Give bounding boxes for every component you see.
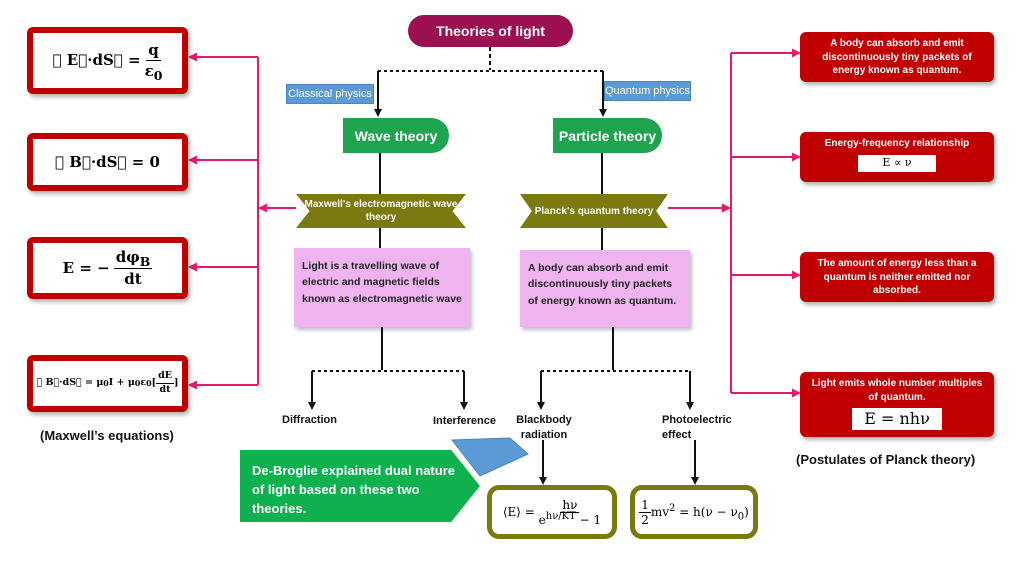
photoelectric-effect-label: Photoelectric effect — [662, 414, 732, 441]
particle-theory-description: A body can absorb and emit discontinuous… — [520, 250, 690, 327]
planck-postulate-2: Energy-frequency relationship E ∝ ν — [800, 132, 994, 182]
debroglie-callout: De-Broglie explained dual nature of ligh… — [240, 450, 480, 522]
planck-postulate-4-text: Light emits whole number multiples of qu… — [811, 378, 983, 403]
classical-physics-tag: Classical physics — [286, 84, 374, 104]
energy-frequency-formula: E ∝ ν — [858, 154, 936, 172]
planck-postulate-3: The amount of energy less than a quantum… — [800, 252, 994, 302]
maxwell-theory-ribbon: Maxwell's electromagnetic wave theory — [296, 194, 466, 228]
particle-connectors — [537, 153, 699, 485]
title-connector — [374, 47, 607, 117]
planck-theory-ribbon: Planck's quantum theory — [520, 194, 668, 228]
quantum-physics-tag: Quantum physics — [604, 81, 691, 101]
planck-wires — [668, 48, 801, 398]
planck-postulate-1: A body can absorb and emit discontinuous… — [800, 32, 994, 82]
debroglie-pointer — [451, 437, 529, 477]
gauss-magnetic-formula: ∮ B⃗·dS⃗ = 0 — [33, 139, 182, 185]
planck-postulate-4: Light emits whole number multiples of qu… — [800, 372, 994, 437]
wave-theory-node: Wave theory — [343, 118, 449, 153]
planck-postulates-caption: (Postulates of Planck theory) — [796, 452, 976, 467]
maxwell-wires — [188, 52, 296, 390]
planck-postulate-2-text: Energy-frequency relationship — [824, 138, 970, 149]
page-title: Theories of light — [408, 15, 573, 47]
maxwell-equation-gauss-magnetic: ∮ B⃗·dS⃗ = 0 — [27, 133, 188, 191]
maxwell-equations-caption: (Maxwell’s equations) — [40, 428, 174, 443]
wave-theory-description: Light is a travelling wave of electric a… — [294, 248, 470, 327]
diffraction-label: Diffraction — [282, 414, 337, 426]
particle-theory-node: Particle theory — [553, 118, 662, 153]
interference-label: Interference — [433, 415, 496, 427]
quantum-energy-formula: E = nhν — [852, 408, 942, 430]
blackbody-radiation-label: Blackbody radiation — [516, 414, 572, 441]
wave-connectors — [308, 153, 468, 410]
